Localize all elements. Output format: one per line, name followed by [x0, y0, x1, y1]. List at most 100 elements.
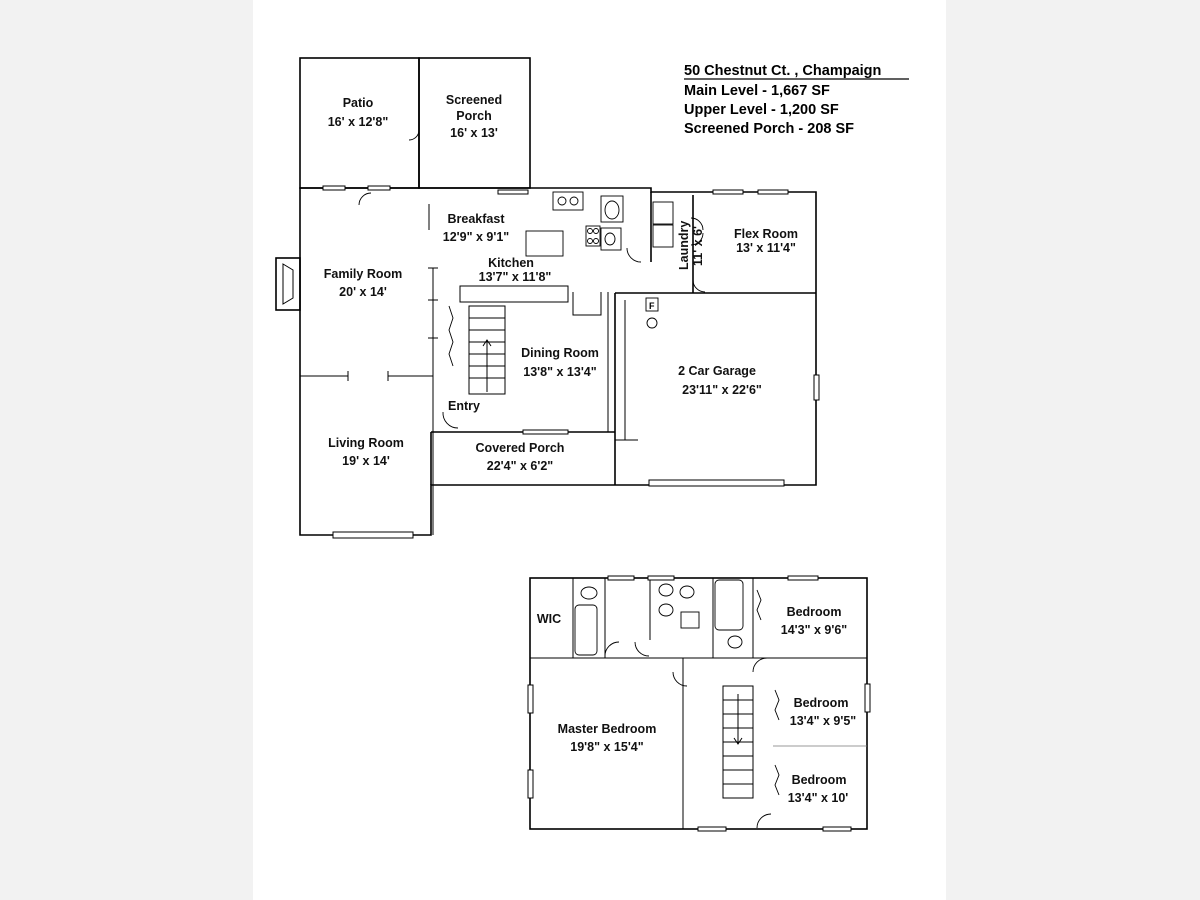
covered-porch-dims: 22'4" x 6'2" [487, 459, 554, 473]
laundry-dims: 11' x 6' [691, 226, 705, 266]
wic-label: WIC [537, 612, 561, 626]
kitchen-island [525, 230, 564, 257]
main-level-area: Main Level - 1,667 SF [684, 83, 830, 99]
closet-folding-door [774, 689, 780, 721]
living-room-label: Living Room [328, 436, 404, 450]
garage-label: 2 Car Garage [678, 364, 756, 378]
window [527, 769, 534, 799]
garage-dims: 23'11" x 22'6" [682, 383, 762, 397]
kitchen-dims: 13'7" x 11'8" [479, 270, 552, 284]
laundry-label: Laundry [677, 221, 691, 270]
window [647, 575, 675, 581]
breakfast-dims: 12'9" x 9'1" [443, 230, 510, 244]
plan-header: 50 Chestnut Ct. , Champaign Main Level -… [684, 63, 909, 137]
window [527, 684, 534, 714]
dining-room-dims: 13'8" x 13'4" [523, 365, 596, 379]
window [864, 683, 871, 713]
covered-porch-label: Covered Porch [476, 441, 565, 455]
kitchen-label: Kitchen [488, 256, 534, 270]
toilet-icon [679, 585, 695, 599]
entry-label: Entry [448, 399, 480, 413]
porch-door-swing [408, 129, 420, 141]
patio-dims: 16' x 12'8" [328, 115, 389, 129]
bedroom-2-dims: 13'4" x 9'5" [790, 714, 857, 728]
screened-porch-outline [418, 57, 531, 189]
hall-tub [714, 579, 744, 631]
water-heater-symbol [646, 317, 658, 329]
address-title: 50 Chestnut Ct. , Champaign [684, 63, 881, 79]
window [757, 189, 789, 195]
patio-label: Patio [343, 96, 374, 110]
master-bath-door-swing [604, 641, 620, 657]
kitchen-sink [552, 191, 584, 211]
upper-level-plan: WIC Bedroom 14'3" x 9'6" Bedroom 13'4" x… [527, 575, 871, 832]
flex-door-swing [690, 217, 704, 231]
laundry-label-group: Laundry 11' x 6' [677, 221, 705, 270]
window [697, 826, 727, 832]
window [607, 575, 635, 581]
window [332, 531, 414, 539]
bedroom-1-dims: 14'3" x 9'6" [781, 623, 848, 637]
entry-door-swing [442, 411, 459, 429]
fireplace-hearth [282, 263, 294, 305]
dryer [652, 224, 674, 248]
window [522, 429, 569, 435]
closet-folding-door [756, 589, 762, 621]
screened-porch-label-1: Screened [446, 93, 502, 107]
screened-porch-area: Screened Porch - 208 SF [684, 121, 854, 137]
burner-icon [593, 238, 599, 244]
laundry-door-swing [626, 247, 642, 263]
window [822, 826, 852, 832]
window [367, 185, 391, 191]
flex-room-label: Flex Room [734, 227, 798, 241]
master-toilet-icon [580, 586, 598, 600]
garage-door-swing [692, 279, 706, 293]
window [322, 185, 346, 191]
garage-door [648, 479, 785, 487]
bedroom-door-swing [756, 813, 772, 829]
breakfast-label: Breakfast [448, 212, 506, 226]
flex-door-swing [690, 232, 704, 246]
master-bedroom-label: Master Bedroom [558, 722, 657, 736]
bedroom-door-swing [752, 657, 768, 673]
window [787, 575, 819, 581]
floor-plan-drawing: 50 Chestnut Ct. , Champaign Main Level -… [275, 57, 909, 832]
sink-basin-icon [569, 196, 579, 206]
sink-icon [658, 603, 674, 617]
sink-icon [604, 232, 616, 246]
screened-porch-dims: 16' x 13' [450, 126, 498, 140]
pantry-folding-door [448, 305, 454, 367]
window [813, 374, 820, 401]
bedroom-1-label: Bedroom [787, 605, 842, 619]
living-room-dims: 19' x 14' [342, 454, 390, 468]
closet-folding-door [774, 764, 780, 796]
bedroom-3-label: Bedroom [792, 773, 847, 787]
bedroom-3-dims: 13'4" x 10' [788, 791, 849, 805]
screened-porch-label-2: Porch [456, 109, 491, 123]
main-level-plan: F Patio 16' x 12'8" Screened Porch 16' x… [275, 57, 820, 539]
sink-icon [658, 583, 674, 597]
family-room-dims: 20' x 14' [339, 285, 387, 299]
furnace-box [645, 297, 659, 312]
floor-plan-sheet: 50 Chestnut Ct. , Champaign Main Level -… [253, 0, 946, 900]
burner-icon [593, 228, 599, 234]
washer [652, 201, 674, 225]
window [497, 189, 529, 195]
burner-icon [587, 238, 593, 244]
master-bedroom-dims: 19'8" x 15'4" [570, 740, 643, 754]
toilet-icon [604, 200, 620, 220]
upper-level-area: Upper Level - 1,200 SF [684, 102, 839, 118]
furnace-symbol: F [649, 301, 655, 311]
master-closet-door-swing [634, 641, 650, 657]
master-tub [574, 604, 598, 656]
fireplace [275, 257, 301, 311]
bedroom-door-swing [672, 671, 688, 687]
hall-toilet-icon [727, 635, 743, 649]
dining-room-label: Dining Room [521, 346, 599, 360]
burner-icon [587, 228, 593, 234]
vanity [680, 611, 700, 629]
window [712, 189, 744, 195]
family-room-label: Family Room [324, 267, 403, 281]
patio-door-swing [358, 192, 372, 206]
upper-stair-treads [723, 694, 753, 785]
